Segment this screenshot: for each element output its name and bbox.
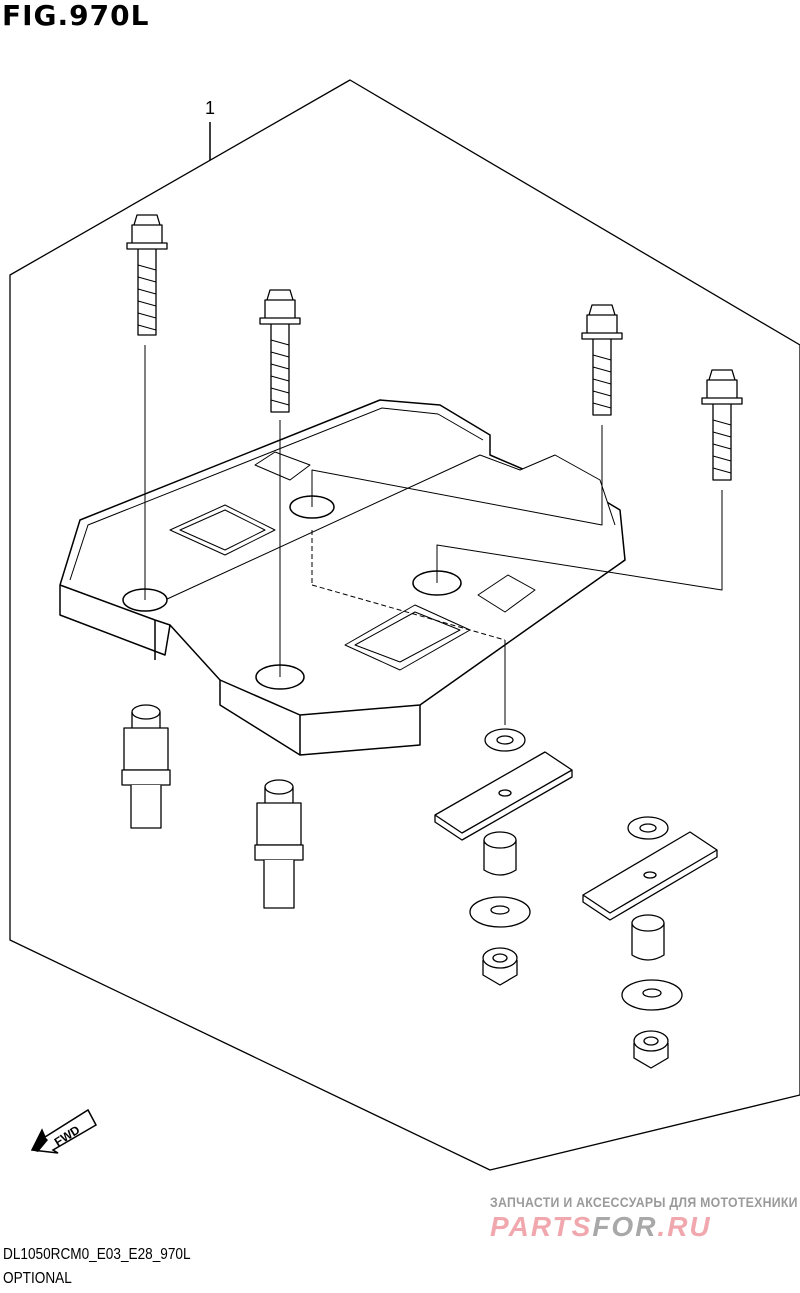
bolt [126, 214, 168, 336]
bolt [259, 289, 301, 413]
hardware-stack-2 [582, 816, 718, 1069]
fwd-arrow-icon: FWD [30, 1105, 100, 1160]
watermark-logo-part3: .RU [657, 1211, 712, 1242]
bolt [581, 304, 623, 416]
watermark-logo-part2: FOR [592, 1211, 658, 1242]
carrier-plate [59, 399, 626, 756]
assembly-boundary [9, 79, 800, 1171]
watermark-tagline: ЗАПЧАСТИ И АКСЕССУАРЫ ДЛЯ МОТОТЕХНИКИ [490, 1194, 798, 1210]
watermark-logo: PARTSFOR.RU [490, 1212, 712, 1242]
leader-lines [144, 345, 723, 725]
model-code: DL1050RCM0_E03_E28_970L [3, 1246, 191, 1263]
bolt [701, 369, 743, 481]
bolts [126, 214, 743, 481]
mounting-posts [121, 704, 304, 909]
hardware-stack-1 [434, 728, 573, 986]
watermark-logo-part1: PARTS [490, 1211, 593, 1242]
figure-subtitle: OPTIONAL [3, 1270, 72, 1287]
part-callout-number: 1 [205, 98, 216, 118]
figure-title: FIG.970L [2, 0, 150, 32]
